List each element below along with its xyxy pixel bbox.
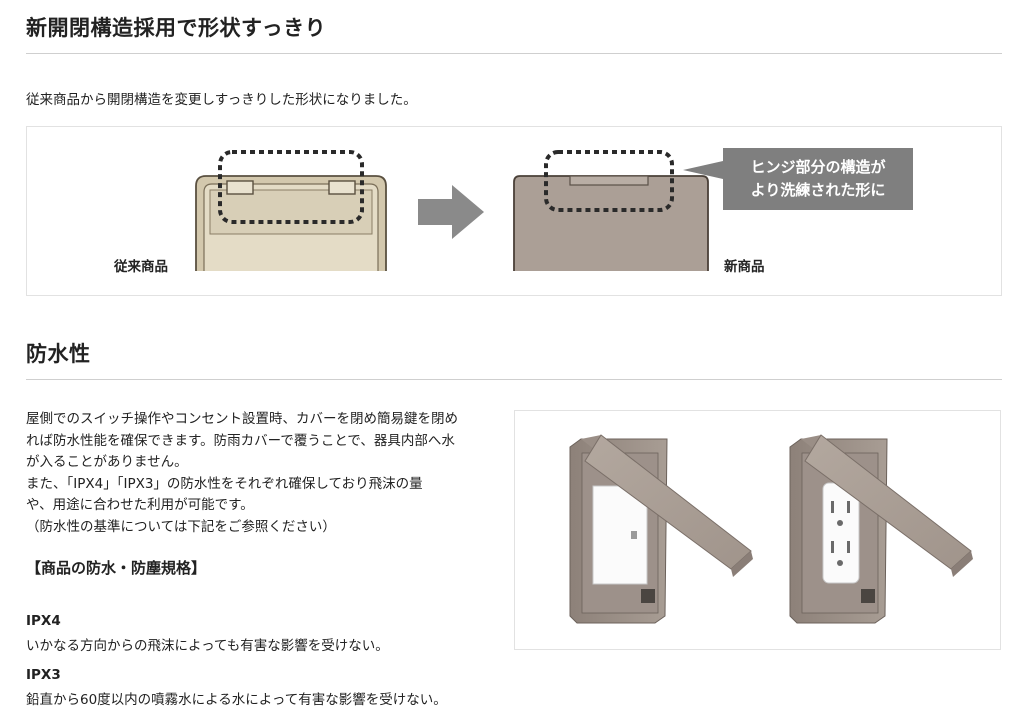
- waterproof-description: 屋側でのスイッチ操作やコンセント設置時、カバーを閉め簡易鍵を閉め れば防水性能を…: [26, 409, 496, 538]
- description-line: が入ることがありません。: [26, 454, 188, 470]
- spec-code-ipx3: IPX3: [26, 667, 61, 683]
- description-line: 屋側でのスイッチ操作やコンセント設置時、カバーを閉め簡易鍵を閉め: [26, 411, 458, 427]
- product-photo-panel: [514, 410, 1001, 650]
- structure-intro: 従来商品から開閉構造を変更しすっきりした形状になりました。: [26, 92, 417, 108]
- heading-divider: [26, 379, 1002, 380]
- section-heading-structure: 新開閉構造採用で形状すっきり: [26, 16, 327, 40]
- new-product-illustration: [513, 150, 709, 271]
- spec-desc-ipx4: いかなる方向からの飛沫によっても有害な影響を受けない。: [26, 638, 389, 654]
- callout-line-2: より洗練された形に: [750, 181, 886, 199]
- covers-open-illustration: [569, 434, 973, 624]
- description-line: （防水性の基準については下記をご参照ください）: [26, 518, 336, 535]
- heading-divider: [26, 53, 1002, 54]
- description-line: や、用途に合わせた利用が可能です。: [26, 497, 254, 513]
- old-product-label: 従来商品: [114, 259, 168, 275]
- spec-desc-ipx3: 鉛直から60度以内の噴霧水による水によって有害な影響を受けない。: [26, 692, 447, 708]
- spec-title: 【商品の防水・防塵規格】: [26, 559, 207, 577]
- description-line: れば防水性能を確保できます。防雨カバーで覆うことで、器具内部へ水: [26, 432, 455, 449]
- description-line: また、「IPX4」「IPX3」の防水性をそれぞれ確保しており飛沫の量: [26, 475, 423, 492]
- hinge-callout: ヒンジ部分の構造が より洗練された形に: [723, 148, 913, 210]
- callout-pointer: [683, 161, 723, 179]
- old-product-illustration: [195, 150, 387, 271]
- outlet-unit: [789, 434, 973, 624]
- callout-line-1: ヒンジ部分の構造が: [750, 158, 886, 176]
- section-heading-waterproof: 防水性: [26, 342, 91, 366]
- spec-code-ipx4: IPX4: [26, 613, 61, 629]
- new-product-label: 新商品: [724, 259, 765, 275]
- arrow-right-icon: [418, 185, 484, 239]
- switch-unit: [569, 434, 753, 624]
